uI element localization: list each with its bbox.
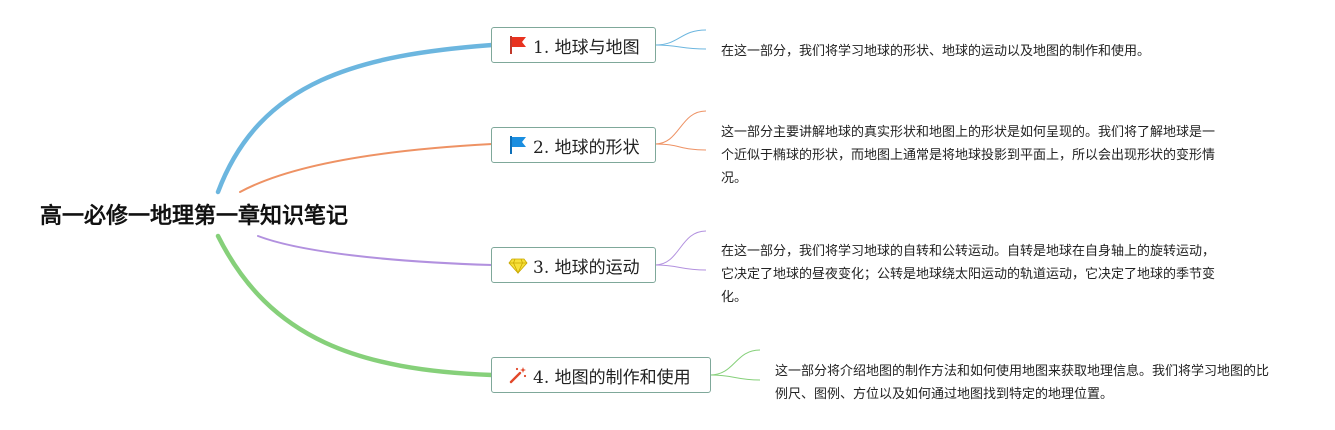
branch-topic-2-label: 2. 地球的形状 <box>533 137 640 158</box>
blue-flag-icon <box>508 135 528 155</box>
branch-2-note-fork-top <box>654 110 707 145</box>
branch-1-note[interactable]: 在这一部分，我们将学习地球的形状、地球的运动以及地图的制作和使用。 <box>721 44 1151 59</box>
root-branch-3-connector <box>257 235 493 266</box>
branch-1-note-fork-bottom <box>654 44 707 50</box>
root-branch-1-connector <box>215 42 495 195</box>
branch-topic-3[interactable]: 3. 地球的运动 <box>491 247 656 283</box>
branch-2-note-fork-bottom <box>654 143 707 151</box>
root-topic[interactable]: 高一必修一地理第一章知识笔记 <box>40 204 349 229</box>
red-flag-icon <box>508 35 528 55</box>
branch-4-note-fork-top <box>709 349 761 376</box>
branch-topic-1[interactable]: 1. 地球与地图 <box>491 27 656 63</box>
diamond-icon <box>508 255 528 275</box>
branch-3-note-fork-top <box>654 230 707 266</box>
branch-1-note-fork-top <box>654 29 707 46</box>
branch-4-note-fork-bottom <box>709 374 761 381</box>
branch-3-note-fork-bottom <box>654 264 707 271</box>
root-branch-4-connector <box>215 233 495 378</box>
branch-2-note[interactable]: 这一部分主要讲解地球的真实形状和地图上的形状是如何呈现的。我们将了解地球是一个近… <box>721 125 1216 186</box>
magic-wand-icon <box>508 365 528 385</box>
branch-topic-1-label: 1. 地球与地图 <box>533 37 640 58</box>
root-branch-2-connector <box>239 143 493 193</box>
branch-topic-2[interactable]: 2. 地球的形状 <box>491 127 656 163</box>
branch-3-note[interactable]: 在这一部分，我们将学习地球的自转和公转运动。自转是地球在自身轴上的旋转运动，它决… <box>721 244 1216 305</box>
branch-topic-4[interactable]: 4. 地图的制作和使用 <box>491 357 711 393</box>
branch-topic-3-label: 3. 地球的运动 <box>533 257 640 278</box>
branch-4-note[interactable]: 这一部分将介绍地图的制作方法和如何使用地图来获取地理信息。我们将学习地图的比例尺… <box>775 364 1270 402</box>
branch-topic-4-label: 4. 地图的制作和使用 <box>533 367 691 388</box>
